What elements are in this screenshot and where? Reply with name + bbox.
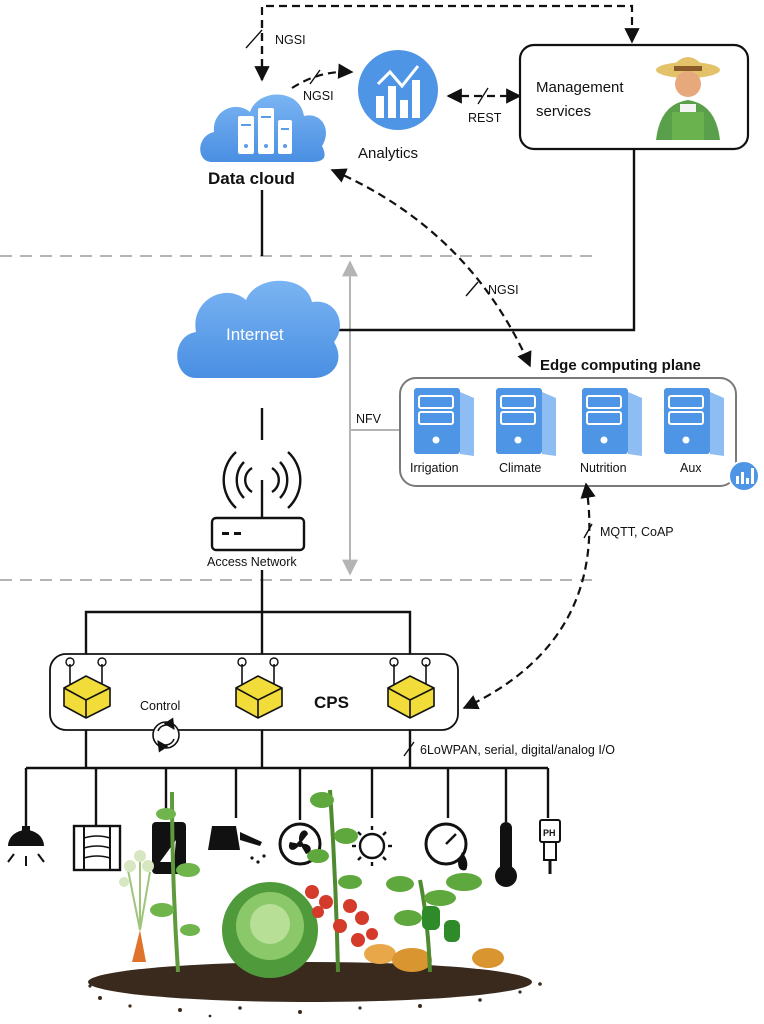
management-internet-link [336,149,636,332]
access-cps-bus [84,570,412,668]
internet-cloud-icon [177,280,340,378]
cps-gateway-icon [63,657,111,719]
edge-service-label: Aux [680,461,702,475]
cps-gateway-icon [387,657,435,719]
mqtt-coap-link: MQTT, CoAP [462,482,674,710]
edge-service-label: Climate [499,461,541,475]
edge-analytics-badge-icon [728,460,760,492]
ngsi-analytics-link: NGSI [291,63,354,103]
rest-link: REST [446,87,522,125]
crops-illustration [88,789,542,1018]
access-network-label: Access Network [207,555,297,569]
ngsi-edge-link: NGSI [330,168,532,368]
farmer-icon [656,57,720,140]
ngsi-edge-label: NGSI [488,283,519,297]
edge-computing-box: Irrigation Climate Nutrition Aux [399,377,760,492]
nfv-label: NFV [356,412,382,426]
control-cycle-icon [152,717,180,753]
ngsi-top-link: NGSI [245,4,640,82]
control-label: Control [140,699,180,713]
rest-label: REST [468,111,502,125]
edge-service-label: Nutrition [580,461,627,475]
cps-gateway-icon [235,657,283,719]
ph-sensor-icon: PH [539,819,561,874]
sun-sensor-icon [352,826,392,866]
management-label-line2: services [536,103,591,120]
data-cloud-label: Data cloud [208,169,295,188]
thermometer-icon [495,822,517,887]
management-label-line1: Management [536,79,624,96]
analytics-label: Analytics [358,145,418,162]
internet-label: Internet [226,325,284,344]
shading-screen-icon [72,824,122,872]
ngsi-top-label: NGSI [275,33,306,47]
field-bus-label: 6LoWPAN, serial, digital/analog I/O [420,743,615,757]
edge-plane-title: Edge computing plane [540,357,701,374]
router-icon [210,516,306,552]
aux-server-icon [664,388,724,456]
cps-label: CPS [314,693,349,712]
mqtt-coap-label: MQTT, CoAP [600,525,674,539]
climate-server-icon [496,388,556,456]
irrigation-server-icon [414,388,474,456]
nutrition-server-icon [582,388,642,456]
analytics-icon [358,50,438,130]
edge-service-label: Irrigation [410,461,459,475]
ngsi-analytics-label: NGSI [303,89,334,103]
pressure-gauge-icon [424,822,468,871]
management-services-box: Management services [518,43,750,151]
watering-can-icon [208,826,266,864]
lamp-icon [7,826,45,866]
wifi-icon [222,451,302,518]
svg-text:PH: PH [543,828,556,838]
field-bus: 6LoWPAN, serial, digital/analog I/O [24,730,615,826]
data-cloud-icon [200,94,326,162]
cps-box: Control CPS [49,653,459,753]
